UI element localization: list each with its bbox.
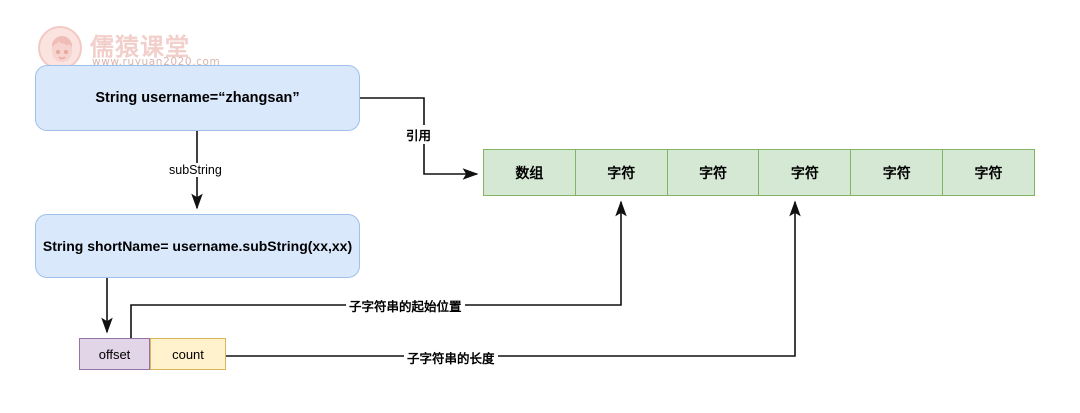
edge-label-start-position: 子字符串的起始位置 <box>346 296 465 315</box>
edge-label-reference: 引用 <box>403 125 435 144</box>
edge-label-substring: subString <box>166 163 225 177</box>
node-offset[interactable]: offset <box>79 338 150 370</box>
char-array: 数组 字符 字符 字符 字符 字符 <box>483 149 1035 196</box>
node-shortname-substring-call[interactable]: String shortName= username.subString(xx,… <box>35 214 360 278</box>
edge-label-length: 子字符串的长度 <box>404 348 498 367</box>
array-cell-5[interactable]: 字符 <box>942 149 1035 196</box>
node-username-declaration[interactable]: String username=“zhangsan” <box>35 65 360 131</box>
array-cell-3[interactable]: 字符 <box>758 149 852 196</box>
node-count[interactable]: count <box>150 338 226 370</box>
array-cell-1[interactable]: 字符 <box>574 149 668 196</box>
array-cell-2[interactable]: 字符 <box>666 149 760 196</box>
array-cell-4[interactable]: 字符 <box>850 149 944 196</box>
array-cell-0[interactable]: 数组 <box>483 149 576 196</box>
